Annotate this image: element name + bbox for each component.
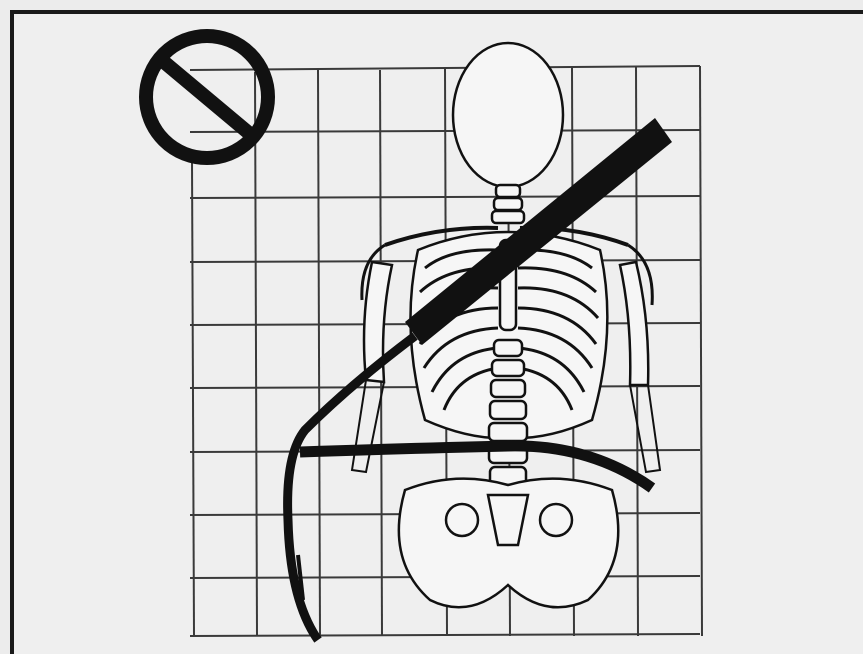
belt-webbing-down xyxy=(288,336,415,640)
no-symbol-icon xyxy=(146,36,268,158)
lumbar-spine xyxy=(489,340,527,485)
left-hip-socket xyxy=(446,504,478,536)
right-hip-socket xyxy=(540,504,572,536)
left-forearm xyxy=(352,380,384,472)
right-forearm xyxy=(630,385,660,472)
cervical-spine xyxy=(492,185,524,223)
skull xyxy=(453,43,563,187)
